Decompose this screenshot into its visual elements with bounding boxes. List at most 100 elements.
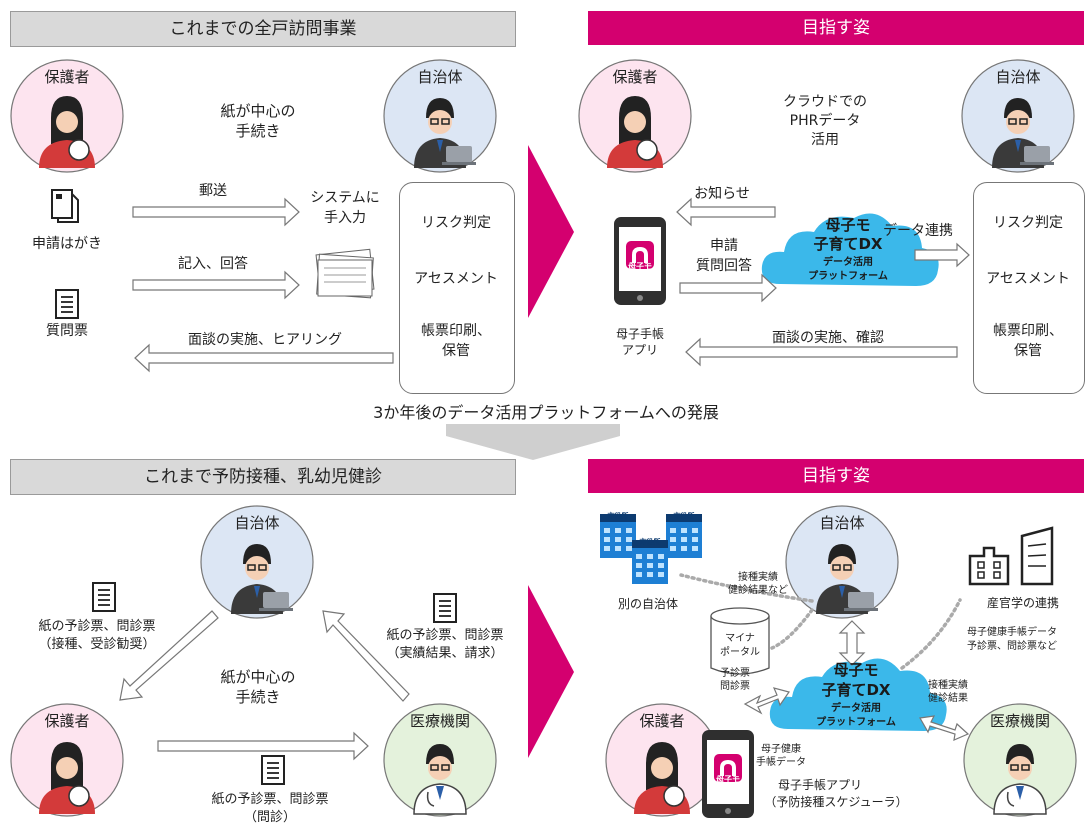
myna-line1: マイナ <box>725 633 755 644</box>
myna-line2: ポータル <box>720 647 760 658</box>
med-result-line1: 接種実績 <box>928 680 968 691</box>
municipality-label: 自治体 <box>995 68 1041 86</box>
cloud-label-line3: データ活用 <box>831 703 881 714</box>
guardian-label: 保護者 <box>639 712 685 730</box>
section-header-goal-top: 目指す姿 <box>588 11 1084 45</box>
health-data-line2: 予診票、問診票など <box>967 641 1057 652</box>
health-data-line1: 母子健康手帳データ <box>967 627 1057 638</box>
paper-note-line1: 紙が中心の <box>220 102 296 120</box>
apply-label-line2: 質問回答 <box>696 258 752 274</box>
postcard-icon <box>51 189 79 223</box>
cloud-label-line1: 母子モ <box>833 661 879 679</box>
guardian-label: 保護者 <box>44 68 90 86</box>
cloud-label-line4: プラットフォーム <box>808 271 888 282</box>
transition-chevron-top <box>528 145 574 318</box>
building-icon <box>600 514 702 584</box>
apply-label-line1: 申請 <box>710 238 738 254</box>
building-sign: 市役所 <box>639 538 661 546</box>
fill-answer-arrow <box>132 270 300 300</box>
document-icon <box>92 582 116 612</box>
database-icon <box>710 607 770 675</box>
bottom-doc-line2: （問診） <box>243 810 297 825</box>
predx-line2: 問診票 <box>720 681 750 692</box>
bidirectional-arrow-vertical <box>838 620 866 666</box>
diagonal-arrow-left <box>119 610 219 701</box>
risk-assessment-text: リスク判定 <box>993 215 1063 231</box>
vacc-result-line2: 健診結果など <box>728 585 788 596</box>
mail-arrow <box>132 197 300 227</box>
other-municipality-label: 別の自治体 <box>617 597 679 611</box>
paper-stack-icon <box>315 248 375 299</box>
notice-label: お知らせ <box>694 186 750 202</box>
mch-data-line1: 母子健康 <box>761 744 801 755</box>
municipality-label: 自治体 <box>234 514 280 532</box>
diagonal-arrow-right <box>322 610 410 702</box>
print-store-line2: 保管 <box>1014 343 1042 359</box>
manual-input-line2: 手入力 <box>324 210 366 226</box>
app-label-line1: 母子手帳アプリ <box>777 778 863 792</box>
apply-arrow <box>679 273 777 303</box>
cloud-label-line3: データ活用 <box>823 257 873 268</box>
paper-note-line2: 手続き <box>235 688 281 706</box>
document-icon <box>261 755 285 785</box>
section-header-current-vaccination: これまで予防接種、乳幼児健診 <box>10 459 516 495</box>
industry-building-icon <box>968 526 1054 586</box>
cloud-label-line2: 子育てDX <box>821 681 891 699</box>
manual-input-line1: システムに <box>310 190 380 206</box>
building-sign: 市役所 <box>673 512 695 520</box>
municipality-label: 自治体 <box>819 514 865 532</box>
cloud-label-line4: プラットフォーム <box>816 717 896 728</box>
cloud-note-line1: クラウドでの <box>783 94 867 110</box>
down-arrow <box>446 424 620 460</box>
paper-note-line2: 手続き <box>235 122 281 140</box>
app-icon-text: 母子モ <box>628 262 652 271</box>
app-icon-text: 母子モ <box>716 775 740 784</box>
section-header-goal-bottom: 目指す姿 <box>588 459 1084 493</box>
paper-note-line1: 紙が中心の <box>220 668 296 686</box>
interview-label: 面談の実施、ヒアリング <box>188 332 342 348</box>
bidirectional-arrow-medical <box>919 715 970 741</box>
guardian-label: 保護者 <box>44 712 90 730</box>
assessment-text: アセスメント <box>986 271 1070 287</box>
postcard-label: 申請はがき <box>32 236 102 252</box>
industry-label: 産官学の連携 <box>986 596 1060 610</box>
process-box-tr <box>973 182 1085 394</box>
print-store-line1: 帳票印刷、 <box>993 323 1063 339</box>
vacc-result-line1: 接種実績 <box>738 572 778 583</box>
cloud-note-line2: PHRデータ <box>789 113 861 129</box>
right-doc-line1: 紙の予診票、問診票 <box>386 628 504 643</box>
app-label-line2: （予防接種スケジューラ） <box>764 795 908 809</box>
risk-assessment-text: リスク判定 <box>421 215 491 231</box>
dotted-link <box>679 573 814 603</box>
interview-arrow-tl <box>134 343 394 373</box>
transition-chevron-bottom <box>528 585 574 758</box>
medical-label: 医療機関 <box>989 712 1051 730</box>
left-doc-line2: （接種、受診勧奨） <box>38 637 156 652</box>
data-link-label: データ連携 <box>883 223 953 239</box>
smartphone-app-icon <box>702 730 754 818</box>
middle-caption: 3か年後のデータ活用プラットフォームへの発展 <box>373 403 719 422</box>
questionnaire-icon <box>55 289 79 319</box>
bottom-doc-line1: 紙の予診票、問診票 <box>211 792 329 807</box>
medical-label: 医療機関 <box>409 712 471 730</box>
notice-arrow <box>676 197 776 227</box>
predx-line1: 予診票 <box>720 668 750 679</box>
dotted-link <box>770 608 814 650</box>
med-result-line2: 健診結果 <box>928 693 968 704</box>
cloud-label-line2: 子育てDX <box>813 235 883 253</box>
right-doc-line2: （実績結果、請求） <box>386 646 504 661</box>
assessment-text: アセスメント <box>414 271 498 287</box>
interview-confirm-label: 面談の実施、確認 <box>772 330 884 346</box>
section-header-current-visits: これまでの全戸訪問事業 <box>10 11 516 47</box>
horizontal-arrow-bl <box>157 731 369 761</box>
mail-label: 郵送 <box>199 183 227 199</box>
questionnaire-label: 質問票 <box>46 323 88 339</box>
municipality-label: 自治体 <box>417 68 463 86</box>
bidirectional-arrow-guardian <box>743 687 790 715</box>
building-sign: 市役所 <box>607 512 629 520</box>
print-store-line2: 保管 <box>442 343 470 359</box>
document-icon <box>433 593 457 623</box>
cloud-label-line1: 母子モ <box>825 216 871 234</box>
process-box-tl <box>399 182 515 394</box>
